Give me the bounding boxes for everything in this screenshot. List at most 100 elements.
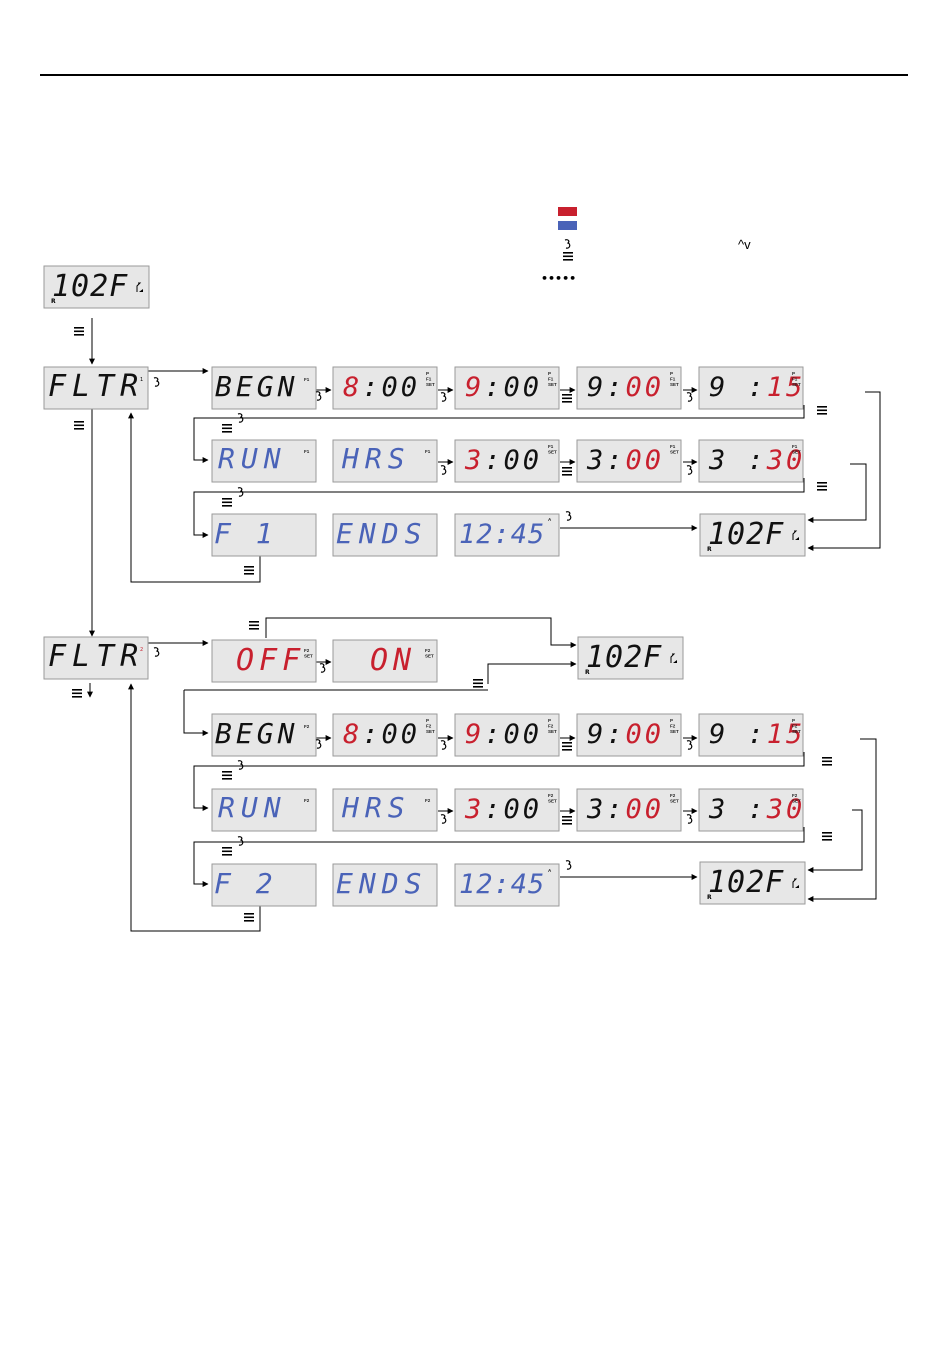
jets-icon[interactable] (440, 740, 447, 750)
menu-icon[interactable] (473, 679, 483, 688)
mode-tags: P (548, 718, 551, 723)
mode-tags: P (426, 371, 429, 376)
time-readout: 3:00 (464, 445, 542, 476)
mode-tags: P (670, 371, 673, 376)
mode-tags: F2 (548, 793, 554, 798)
menu-icon[interactable] (562, 467, 572, 476)
f2-tag: F2 (304, 724, 310, 729)
jets-icon[interactable] (319, 663, 326, 673)
jets-icon[interactable] (565, 860, 572, 870)
menu-icon[interactable] (222, 498, 232, 507)
f2-tag: SET (425, 654, 434, 659)
menu-icon[interactable] (822, 832, 832, 841)
reset-r-icon: R (707, 894, 712, 901)
jets-icon[interactable] (153, 647, 160, 657)
jets-icon[interactable] (686, 740, 693, 750)
jets-icon[interactable] (237, 760, 244, 770)
jets-icon[interactable] (440, 814, 447, 824)
mode-tags: SET (792, 450, 801, 455)
f1-screen: F 1 (211, 513, 317, 557)
run-label: RUN (218, 791, 287, 824)
mode-tags: P (670, 718, 673, 723)
temp-readout: 102F (708, 865, 784, 900)
menu-icon[interactable] (562, 394, 572, 403)
run-screen-f2: RUN F2 (211, 788, 317, 832)
mode-tags: F2 (426, 724, 432, 729)
menu-icon[interactable] (74, 421, 84, 430)
mode-tags: SET (792, 799, 801, 804)
menu-icon[interactable] (249, 621, 259, 630)
mode-tags: F1 (792, 444, 798, 449)
menu-icon[interactable] (222, 847, 232, 856)
mode-tags: F2 (792, 793, 798, 798)
connector (193, 478, 805, 538)
mode-tags: SET (548, 450, 557, 455)
menu-icon[interactable] (74, 327, 84, 336)
f2-tag: F2 (304, 798, 310, 803)
jets-icon[interactable] (565, 511, 572, 521)
menu-icon[interactable] (562, 742, 572, 751)
time-readout: 3 :30 (708, 794, 805, 825)
f2-tag: F2 (425, 798, 431, 803)
menu-icon[interactable] (222, 771, 232, 780)
f2-label: F 2 (214, 867, 277, 900)
mode-tags: SET (548, 799, 557, 804)
time-readout: 9 :15 (709, 719, 805, 750)
menu-icon[interactable] (822, 757, 832, 766)
connector (807, 463, 867, 523)
jets-icon[interactable] (686, 814, 693, 824)
menu-icon[interactable] (72, 689, 82, 698)
menu-icon[interactable] (817, 482, 827, 491)
am-tag: A (548, 868, 552, 873)
reset-r-icon: R (585, 669, 590, 676)
menu-icon[interactable] (244, 913, 254, 922)
run-label: RUN (218, 442, 287, 475)
jets-icon[interactable] (686, 465, 693, 475)
f1-tag: F1 (304, 449, 310, 454)
mode-tags: F2 (792, 724, 798, 729)
begn-label: BEGN (215, 370, 298, 403)
connector (183, 690, 209, 736)
jets-icon[interactable] (440, 392, 447, 402)
menu-icon[interactable] (817, 406, 827, 415)
menu-icon[interactable] (244, 566, 254, 575)
jets-icon[interactable] (315, 739, 322, 749)
connector-lines (87, 318, 881, 932)
fltr-marker: 2 (140, 647, 143, 653)
legend-blue-swatch (558, 221, 577, 230)
jets-icon[interactable] (440, 465, 447, 475)
menu-icon[interactable] (222, 424, 232, 433)
time-readout: 9:00 (587, 719, 664, 750)
temp-readout: 102F (586, 640, 662, 675)
jets-icon[interactable] (237, 836, 244, 846)
am-tag: A (548, 517, 552, 522)
menu-icon[interactable] (562, 816, 572, 825)
jets-icon[interactable] (315, 391, 322, 401)
mode-tags: F1 (548, 377, 554, 382)
f1-tag: F1 (425, 449, 431, 454)
connector (807, 738, 877, 902)
mode-tags: SET (548, 729, 557, 734)
on-label: ON (370, 643, 416, 678)
legend-updown-icon: ^v (738, 237, 751, 252)
jets-icon[interactable] (153, 377, 160, 387)
jets-icon[interactable] (686, 392, 693, 402)
mode-tags: P (426, 718, 429, 723)
mode-tags: F1 (792, 377, 798, 382)
